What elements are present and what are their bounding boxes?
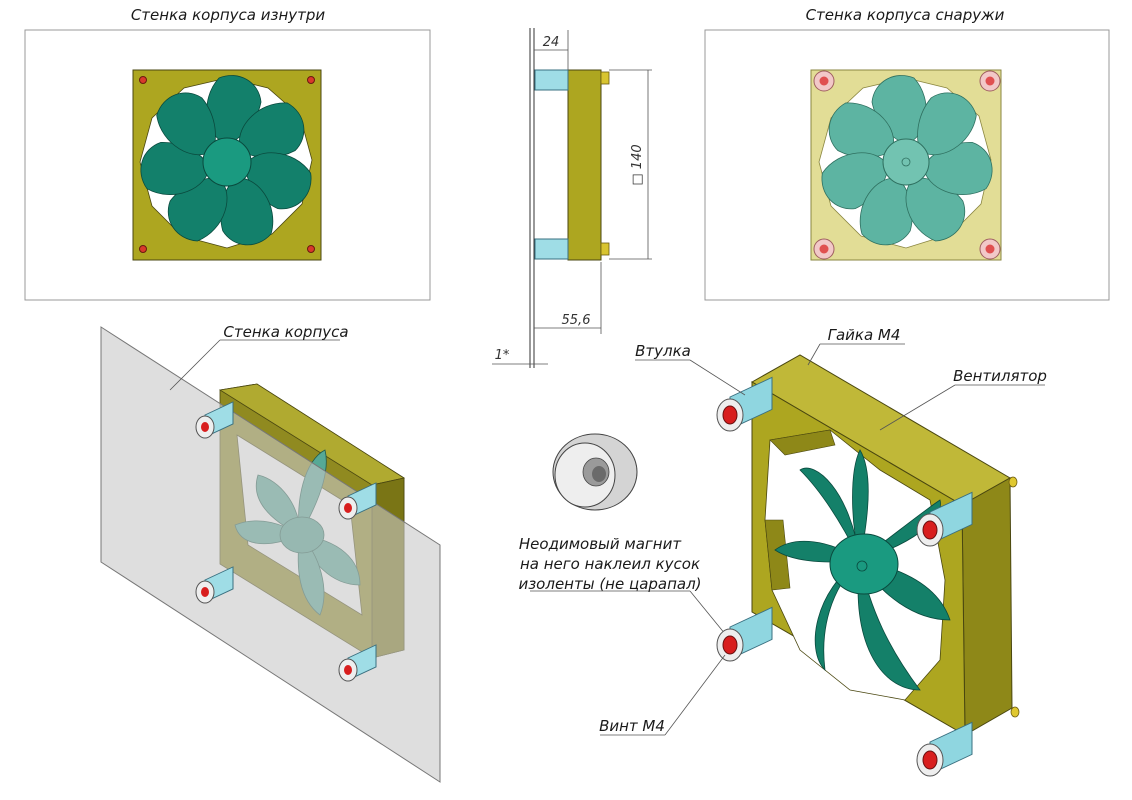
wall-label: Стенка корпуса	[223, 323, 348, 341]
screw-label: Винт М4	[599, 717, 665, 735]
iso-assembly-with-wall: Стенка корпуса	[100, 323, 441, 783]
fan-hub-inside	[202, 137, 252, 187]
side-view: 24 □ 140 55,6 1*	[492, 28, 652, 368]
dim-wall-thickness: 1*	[495, 348, 510, 363]
magnet-label-line3: изоленты (не царапал)	[518, 575, 701, 593]
magnet-label-line1: Неодимовый магнит	[519, 535, 682, 553]
magnet-label-line2: на него наклеил кусок	[520, 555, 700, 573]
dim-size: □ 140	[630, 144, 645, 185]
corner-screws-inside	[139, 76, 315, 253]
fan-iso-hub	[829, 533, 899, 595]
wall-outside-label: Стенка корпуса снаружи	[806, 6, 1005, 24]
bushing-side-top	[534, 69, 569, 91]
nuts-iso	[1008, 476, 1020, 718]
nut-side-top	[600, 71, 610, 85]
nut-label: Гайка М4	[828, 326, 901, 344]
inside-wall-frame	[24, 29, 431, 301]
bushings-iso-left	[195, 401, 377, 682]
wall-inside-label: Стенка корпуса изнутри	[131, 6, 326, 24]
outside-view: Стенка корпуса снаружи	[704, 6, 1110, 301]
fan-label: Вентилятор	[953, 367, 1047, 385]
iso-fan-large: Втулка Гайка М4 Вентилятор Винт М4	[599, 326, 1047, 777]
dim-total: 55,6	[562, 313, 591, 328]
fan-iso-blades	[774, 449, 951, 691]
bushings-iso-right	[716, 376, 973, 777]
corner-bushings-outside	[813, 70, 1001, 260]
magnet-part: Неодимовый магнит на него наклеил кусок …	[518, 433, 731, 641]
nut-side-bottom	[600, 242, 610, 256]
outside-wall-frame	[704, 29, 1110, 301]
bushing-label: Втулка	[635, 342, 691, 360]
fan-hub-outside	[882, 138, 930, 186]
dim-depth: 24	[543, 35, 560, 50]
inside-view: Стенка корпуса изнутри	[24, 6, 431, 301]
bushing-side-bottom	[534, 238, 569, 260]
fan-side-body	[567, 69, 602, 261]
